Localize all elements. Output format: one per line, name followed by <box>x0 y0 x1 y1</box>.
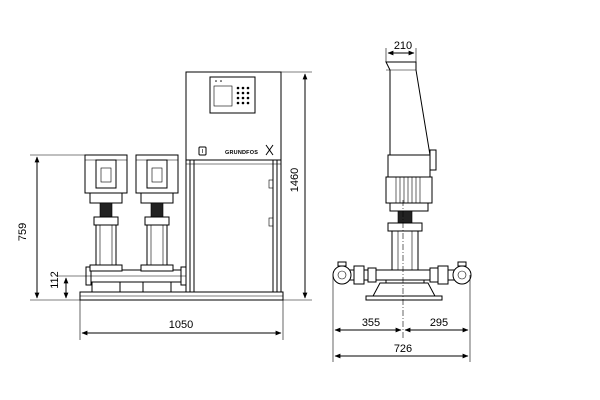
manifold-pipe <box>85 266 187 286</box>
control-cabinet: GRUNDFOS <box>185 71 282 293</box>
dim-295-label: 295 <box>430 317 448 329</box>
base-side <box>365 282 443 301</box>
brand-label: GRUNDFOS <box>225 150 258 156</box>
side-dimensions: 210 355 295 726 <box>332 40 471 362</box>
cabinet-side <box>385 61 431 156</box>
dim-1050-label: 1050 <box>169 319 193 331</box>
manifold-side <box>332 261 472 285</box>
pump-unit-left <box>84 154 128 293</box>
pump-unit-right <box>135 154 179 293</box>
side-view: 210 355 295 726 <box>332 40 472 362</box>
grundfos-x-icon <box>265 144 274 156</box>
dim-355-label: 355 <box>362 317 380 329</box>
dim-1460-label: 1460 <box>289 168 301 192</box>
motor-side <box>385 149 437 232</box>
front-dimensions: 759 112 1460 1050 <box>17 71 312 340</box>
front-view: GRUNDFOS <box>17 71 312 340</box>
dim-726-label: 726 <box>394 343 412 355</box>
controller-panel <box>209 76 256 114</box>
dim-759-label: 759 <box>17 223 29 241</box>
base-frame <box>79 291 284 301</box>
dim-112-label: 112 <box>49 271 61 289</box>
main-switch-icon <box>198 146 207 156</box>
dim-210-label: 210 <box>394 40 412 52</box>
